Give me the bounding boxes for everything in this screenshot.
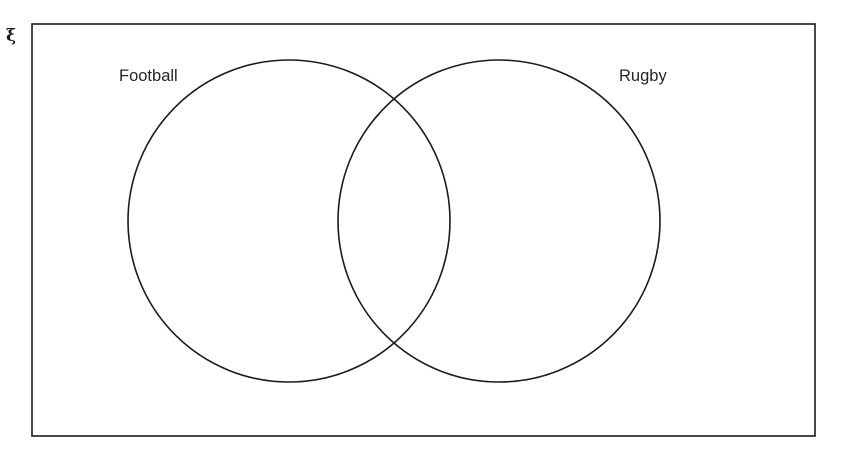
universal-set-rectangle (31, 23, 816, 437)
universal-set-symbol: ξ (6, 26, 17, 46)
set-label-football: Football (119, 67, 178, 85)
set-circle-rugby (337, 59, 661, 383)
set-circle-football (127, 59, 451, 383)
set-label-rugby: Rugby (619, 67, 667, 85)
